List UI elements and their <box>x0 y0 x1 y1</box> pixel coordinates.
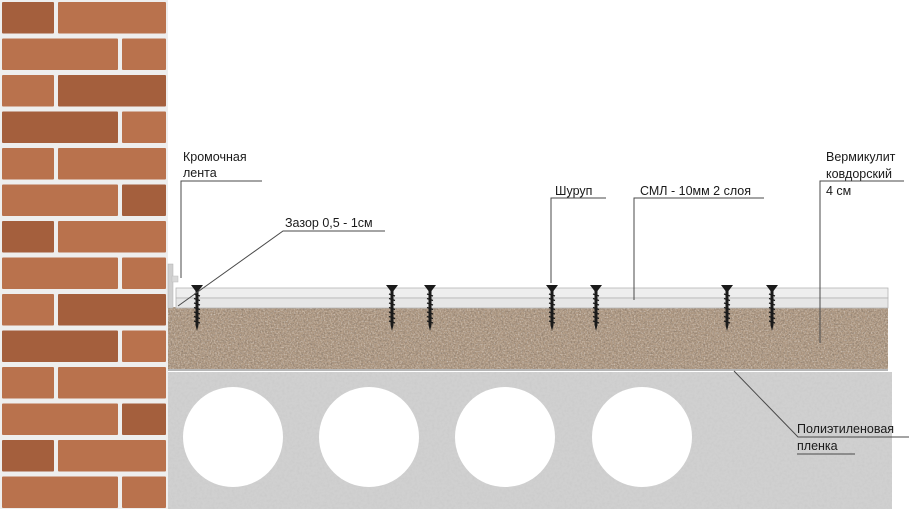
brick <box>2 476 118 508</box>
screw-label: Шуруп <box>555 184 593 198</box>
brick <box>2 403 118 435</box>
brick <box>2 184 118 216</box>
brick-wall <box>0 0 168 509</box>
sml-boards <box>175 287 889 309</box>
brick <box>2 75 54 107</box>
brick <box>122 330 166 362</box>
brick <box>2 111 118 143</box>
leader-lines <box>177 180 909 438</box>
brick <box>58 367 166 399</box>
brick <box>2 294 54 326</box>
gap-leader <box>177 230 385 307</box>
brick <box>122 111 166 143</box>
film-label-line2: пленка <box>797 439 838 453</box>
screw-icon <box>386 285 398 331</box>
brick <box>122 184 166 216</box>
screw-icon <box>424 285 436 331</box>
brick <box>2 2 54 34</box>
brick <box>2 38 118 70</box>
screw-icon <box>546 285 558 331</box>
screw-icon <box>721 285 733 331</box>
brick <box>2 440 54 472</box>
brick <box>122 476 166 508</box>
brick <box>122 38 166 70</box>
slab-hole <box>319 387 419 487</box>
vermiculite-leader <box>819 180 904 343</box>
brick <box>58 148 166 180</box>
film-label-line1: Полиэтиленовая <box>797 422 895 436</box>
vermiculite-label-line2: ковдорский <box>826 167 892 181</box>
vermiculite-layer <box>168 307 888 369</box>
hollow-core-slab <box>168 372 892 509</box>
film-leader <box>733 370 909 438</box>
brick <box>122 257 166 289</box>
gap-label: Зазор 0,5 - 1см <box>285 216 373 230</box>
brick <box>2 148 54 180</box>
screw-leader <box>550 197 606 283</box>
brick <box>122 403 166 435</box>
vermiculite-label-line3: 4 см <box>826 184 852 198</box>
brick <box>58 75 166 107</box>
brick <box>2 367 54 399</box>
slab-hole <box>592 387 692 487</box>
brick <box>58 440 166 472</box>
edge-tape-label-line1: Кромочная <box>183 150 247 164</box>
vermiculite-label-line1: Вермикулит <box>826 150 896 164</box>
slab-hole <box>455 387 555 487</box>
sml-label: СМЛ - 10мм 2 слоя <box>640 184 752 198</box>
brick <box>58 221 166 253</box>
sml-leader <box>633 197 764 300</box>
slab-hole <box>183 387 283 487</box>
screw-icon <box>590 285 602 331</box>
brick <box>2 330 118 362</box>
brick <box>2 221 54 253</box>
edge-tape-leader <box>180 180 262 278</box>
screw-icon <box>766 285 778 331</box>
edge-tape <box>167 263 179 309</box>
brick <box>58 2 166 34</box>
brick <box>2 257 118 289</box>
screw-icon <box>191 285 203 331</box>
brick <box>58 294 166 326</box>
edge-tape-label-line2: лента <box>183 166 217 180</box>
